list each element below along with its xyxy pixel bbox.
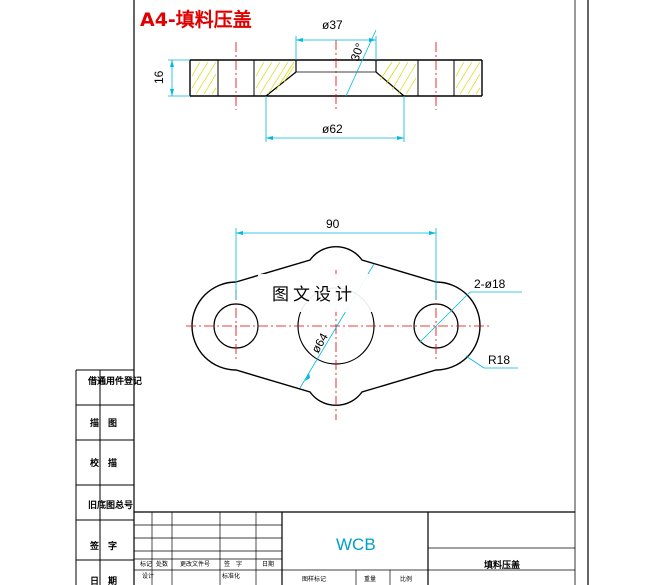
dim-chamfer-angle: 30° xyxy=(348,41,367,63)
tb-label-count: 处数 xyxy=(156,560,168,568)
title-block xyxy=(134,511,575,585)
left-column-block xyxy=(75,369,134,585)
dim-thickness: 16 xyxy=(152,70,166,84)
left-label-3: 旧底图总号 xyxy=(88,499,133,511)
drawing-title: A4-填料压盖 xyxy=(140,8,252,31)
left-label-1: 描 图 xyxy=(90,417,117,429)
tb-label-scale: 比例 xyxy=(400,575,412,583)
dim-lobe-radius: R18 xyxy=(488,353,510,367)
part-name: 填料压盖 xyxy=(484,559,520,571)
tb-label-standard: 标准化 xyxy=(222,572,240,580)
plan-view xyxy=(186,228,522,420)
watermark-text: 图文设计 xyxy=(272,285,356,305)
dim-hole-spacing: 90 xyxy=(326,217,340,231)
left-label-4: 签 字 xyxy=(89,540,117,552)
left-label-2: 校 描 xyxy=(90,457,117,469)
tb-label-weight: 重量 xyxy=(364,575,376,583)
tb-label-doc: 更改文件号 xyxy=(180,560,210,568)
section-view xyxy=(168,29,483,142)
left-label-5: 日 期 xyxy=(90,575,117,585)
dim-bore-diameter: ø37 xyxy=(322,18,343,32)
dim-center-diameter: ø64 xyxy=(308,330,331,355)
left-label-0: 借通用件登记 xyxy=(87,375,142,387)
watermark: 图文设计 xyxy=(258,274,406,312)
dim-bolt-holes: 2-ø18 xyxy=(474,277,506,291)
tb-label-drawing-mark: 图样标记 xyxy=(302,575,326,583)
tb-label-sign: 签 字 xyxy=(224,560,242,568)
material-name: WCB xyxy=(336,535,376,554)
tb-label-date: 日期 xyxy=(262,560,274,568)
dim-outer-diameter: ø62 xyxy=(322,122,343,136)
tb-label-design: 设计 xyxy=(142,572,154,580)
tb-label-mark: 标记 xyxy=(140,560,152,568)
